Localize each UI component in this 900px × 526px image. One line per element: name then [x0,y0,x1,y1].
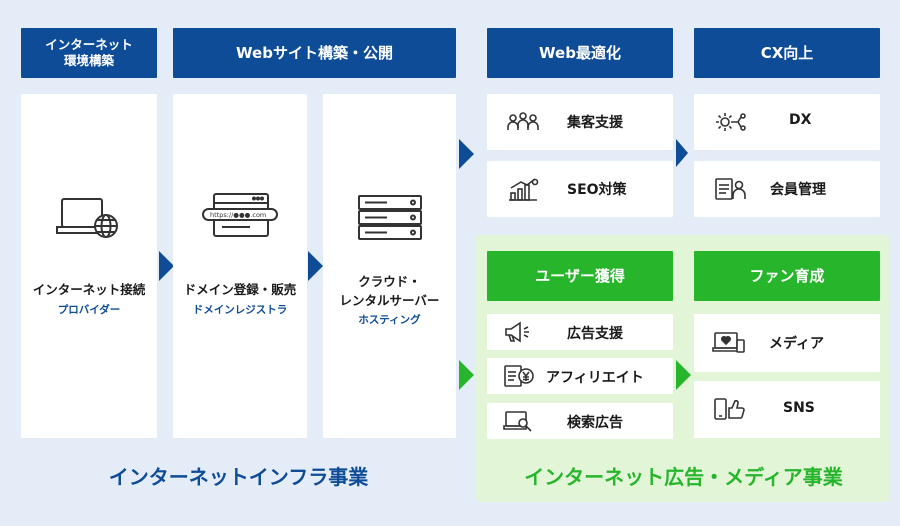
card-sub: ドメインレジストラ [192,304,288,317]
growth-chart-icon [507,176,539,202]
card-title: ドメイン登録・販売 [183,282,297,297]
item-label: 会員管理 [770,182,826,198]
item-label: メディア [769,336,825,352]
footer-ad-media: インターネット広告・メディア事業 [524,465,843,489]
item-search-ads: 検索広告 [487,403,673,439]
document-yen-icon [503,364,535,388]
header-web-site: Webサイト構築・公開 [173,28,456,78]
arrow-icon [676,139,688,167]
header-user-acquisition: ユーザー獲得 [487,251,673,301]
card-sub: ホスティング [358,313,421,326]
phone-thumbs-up-icon [712,396,746,422]
card-domain: https://●●●.com ドメイン登録・販売 ドメインレジストラ [173,94,307,438]
item-label: DX [789,112,812,128]
card-title: インターネット接続 [32,282,146,297]
item-label: 検索広告 [567,415,623,431]
laptop-heart-icon [712,330,746,356]
header-cx: CX向上 [694,28,880,78]
arrow-icon [159,251,174,281]
item-label: SNS [783,400,815,416]
header-fan-development: ファン育成 [694,251,880,301]
item-label: 集客支援 [567,115,623,131]
item-media: メディア [694,314,880,372]
item-sns: SNS [694,381,880,438]
arrow-icon [459,360,474,390]
item-affiliate: アフィリエイト [487,358,673,394]
item-label: SEO対策 [567,182,627,198]
arrow-icon [308,251,323,281]
laptop-search-icon [503,409,533,433]
url-text: https://●●●.com [210,211,267,219]
item-membership: 会員管理 [694,161,880,217]
item-label: 広告支援 [567,326,623,342]
arrow-icon [459,139,474,169]
item-ad-support: 広告支援 [487,314,673,350]
people-icon [507,110,539,134]
card-title: クラウド・ レンタルサーバー [339,274,440,309]
item-dx: DX [694,94,880,150]
card-hosting: クラウド・ レンタルサーバー ホスティング [323,94,456,438]
item-label: アフィリエイト [546,370,644,386]
item-seo: SEO対策 [487,161,673,217]
member-card-icon [714,176,746,202]
browser-url-icon: https://●●●.com [200,192,280,238]
arrow-icon [676,360,691,390]
item-customer-acquisition: 集客支援 [487,94,673,150]
laptop-globe-icon [54,196,124,242]
card-internet-connection: インターネット接続 プロバイダー [21,94,157,438]
header-web-opt: Web最適化 [487,28,673,78]
card-sub: プロバイダー [57,304,121,317]
megaphone-icon [503,320,533,344]
server-icon [357,194,423,240]
header-internet-env: インターネット 環境構築 [21,28,157,78]
footer-infra: インターネットインフラ事業 [108,465,369,489]
gear-network-icon [714,110,746,134]
